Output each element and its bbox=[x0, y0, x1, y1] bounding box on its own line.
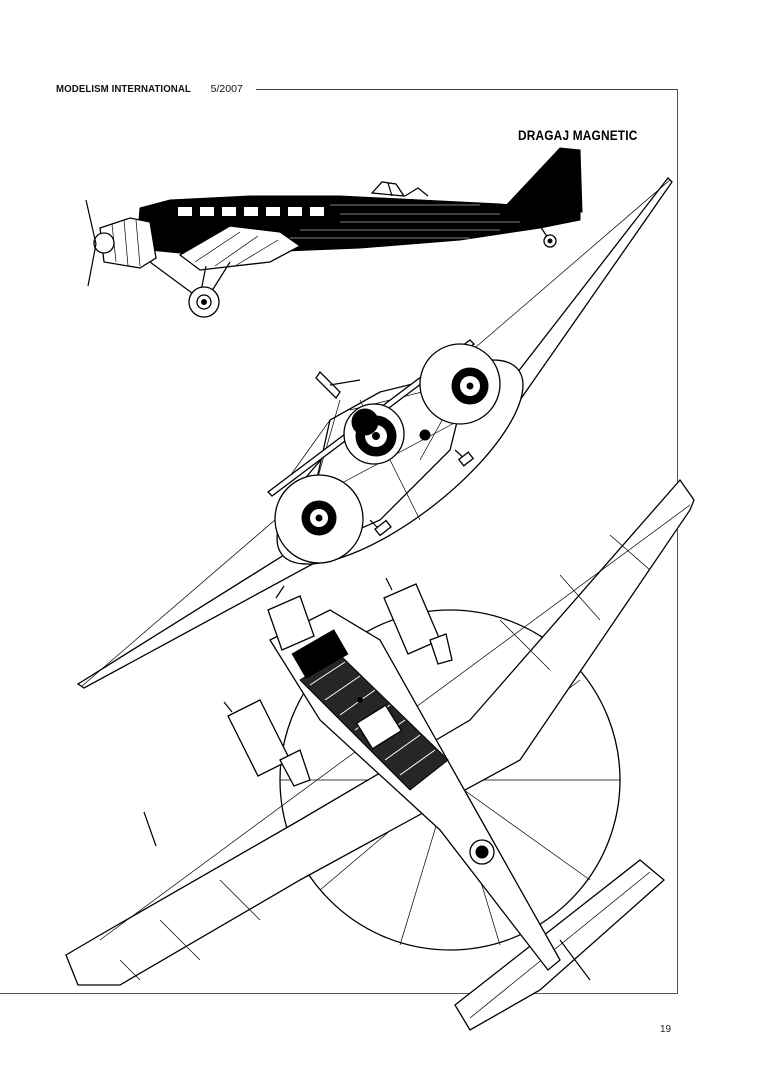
magazine-title: MODELISM INTERNATIONAL bbox=[56, 83, 191, 95]
issue-number: 5/2007 bbox=[210, 83, 243, 95]
front-view bbox=[76, 177, 673, 689]
running-header: MODELISM INTERNATIONAL 5/2007 bbox=[56, 83, 243, 95]
frame-right-rule bbox=[677, 89, 678, 993]
page-number: 19 bbox=[660, 1024, 672, 1035]
top-view bbox=[65, 478, 695, 1031]
side-view bbox=[85, 147, 583, 318]
header-rule bbox=[256, 89, 678, 90]
frame-bottom-rule bbox=[0, 993, 678, 994]
drawing-author-credit: DRAGAJ MAGNETIC bbox=[518, 128, 638, 143]
